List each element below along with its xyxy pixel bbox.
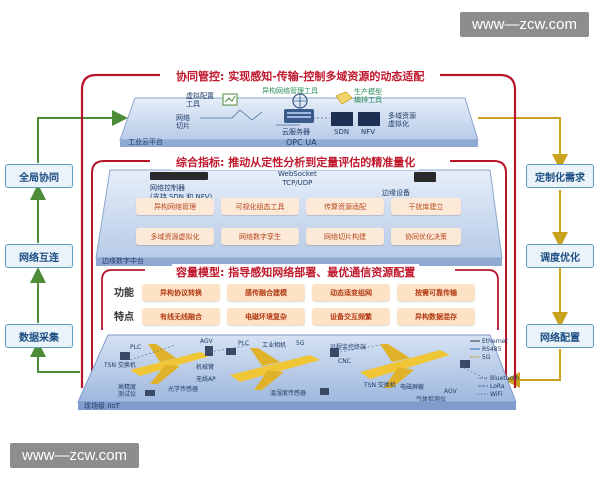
field-label-remote-terminal: 远程监控终端 — [330, 344, 367, 351]
row-label-function: 功能 — [114, 288, 134, 299]
field-label-agv: AGV — [200, 338, 213, 345]
chain-box-global-coordination: 全局协同 — [5, 164, 73, 188]
chain-box-network-interconnect: 网络互连 — [5, 244, 73, 268]
feat-cell-hetero-data: 异构数据混存 — [397, 308, 475, 325]
virtual-config-icon — [222, 93, 238, 106]
top-multi-domain-label: 多域资源 虚拟化 — [388, 112, 416, 128]
top-virtual-config-label: 虚拟配置 工具 — [186, 92, 214, 108]
top-cloud-server-label: 云服务器 — [282, 128, 310, 136]
feat-cell-wired-wireless: 有线无线融合 — [142, 308, 220, 325]
feat-cell-frequent-interaction: 设备交互频繁 — [312, 308, 390, 325]
production-model-icon — [335, 91, 353, 105]
mid-cell-hetero-network: 异构网络管理 — [136, 198, 214, 215]
cloud-server-icon — [284, 93, 314, 123]
legend-wifi: WiFi — [490, 391, 503, 398]
feat-cell-emi-complex: 电磁环境复杂 — [227, 308, 305, 325]
top-production-model-label: 生产模型 编排工具 — [354, 88, 382, 104]
edge-device-label: 边缘设备 — [382, 189, 410, 197]
mid-cell-visual-config: 可视化组态工具 — [221, 198, 299, 215]
top-sdn-label: SDN — [334, 128, 350, 136]
field-label-tsn-switch: TSN 交换机 — [104, 362, 136, 369]
sdn-box — [331, 112, 353, 126]
field-label-gas-detector: 气体检测仪 — [416, 396, 447, 403]
right-chain-arrows — [478, 117, 568, 388]
aircraft-2 — [230, 348, 320, 390]
watermark-top: www—zcw.com — [460, 12, 590, 37]
middle-layer-title: 综合指标: 推动从定性分析到定量评估的精准量化 — [172, 154, 420, 170]
aircraft-3 — [360, 344, 450, 388]
mid-cell-multi-domain: 多域资源虚拟化 — [136, 228, 214, 245]
top-nfv-label: NFV — [361, 128, 376, 136]
legend-lora: LoRa — [490, 383, 505, 390]
field-label-5g: 5G — [296, 340, 305, 347]
cloud-platform-label: 工业云平台 — [128, 138, 163, 146]
field-label-tsn-switch-2: TSN 交换机 — [364, 382, 396, 389]
field-label-industrial-camera: 工业相机 — [262, 342, 287, 349]
field-platform-label: 现场级 IIoT — [84, 402, 120, 410]
field-label-agv-2: AGV — [444, 388, 457, 395]
legend-ethernet: Ethernet — [482, 338, 508, 345]
mid-cell-resource-adapt: 传算资源适配 — [306, 198, 384, 215]
top-network-slice-label: 网络 切片 — [176, 114, 190, 130]
mid-cell-interference-lib: 干扰库建立 — [391, 198, 461, 215]
top-hetero-tool-label: 异构网络管理工具 — [262, 87, 318, 95]
link-legend-lines — [470, 340, 488, 395]
chain-box-network-configuration: 网络配置 — [526, 324, 594, 348]
mid-cell-digital-twin: 网络数字孪生 — [221, 228, 299, 245]
func-cell-dynamic-network: 动态适变组网 — [312, 284, 390, 301]
func-cell-reliable-transport: 按需可靠传输 — [397, 284, 475, 301]
func-cell-sensing-modeling: 感传融合建模 — [227, 284, 305, 301]
inner-red-frame — [101, 269, 499, 330]
top-layer-title: 协同管控: 实现感知-传输-控制多域资源的动态适配 — [172, 68, 429, 84]
opc-ua-label: OPC UA — [286, 138, 317, 147]
bottom-layer-title: 容量模型: 指导感知网络部署、最优通信资源配置 — [172, 264, 420, 280]
field-label-cnc: CNC — [338, 358, 351, 365]
field-label-optical-sensor: 光学传感器 — [168, 386, 199, 393]
left-chain-arrows — [30, 110, 128, 373]
legend-rs485: RS485 — [482, 346, 502, 353]
row-label-feature: 特点 — [114, 312, 134, 323]
mid-cell-coop-decision: 协同优化决策 — [391, 228, 461, 245]
network-controller-label: 网络控制器 (支持 SDN 和 NFV) — [150, 184, 213, 201]
field-device-glyphs — [120, 346, 470, 396]
edge-device-icon — [414, 172, 436, 182]
field-label-robot-arm: 机械臂 — [196, 364, 215, 371]
field-label-em-shield: 电磁屏蔽 — [400, 384, 425, 391]
watermark-bottom: www—zcw.com — [10, 443, 140, 468]
field-label-temp-sensor: 温湿度传感器 — [270, 390, 307, 397]
network-controller-device — [150, 172, 208, 180]
mid-cell-network-slice: 网络切片构建 — [306, 228, 384, 245]
aircraft-1 — [130, 344, 210, 384]
field-label-plc-2: PLC — [238, 340, 250, 347]
legend-5g: 5G — [482, 354, 491, 361]
func-cell-protocol-convert: 异构协议转换 — [142, 284, 220, 301]
field-platform — [77, 334, 517, 410]
chain-box-scheduling-optimization: 调度优化 — [526, 244, 594, 268]
protocol-label: WebSocket TCP/UDP — [278, 170, 317, 187]
field-label-precision-tester: 高精度 测试仪 — [118, 384, 137, 398]
field-label-plc: PLC — [130, 344, 142, 351]
outer-red-frame — [80, 73, 517, 388]
field-label-wireless-ap: 无线AP — [196, 376, 216, 383]
chain-box-data-collection: 数据采集 — [5, 324, 73, 348]
nfv-box — [358, 112, 380, 126]
legend-bluetooth: Bluetooth — [490, 375, 520, 382]
edge-platform-label: 边缘数字中台 — [102, 257, 144, 265]
middle-red-frame — [91, 160, 507, 388]
chain-box-custom-demand: 定制化需求 — [526, 164, 594, 188]
wireless-links — [129, 344, 489, 381]
